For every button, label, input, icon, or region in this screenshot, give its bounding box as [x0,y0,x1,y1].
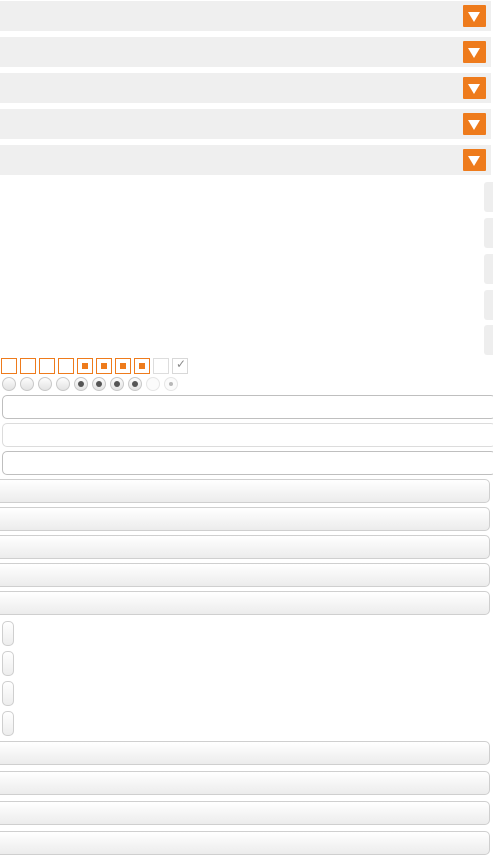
dropdown-2[interactable] [0,37,491,67]
checkbox-8[interactable] [134,358,150,374]
triangle-down-icon[interactable] [463,149,486,171]
checkbox-4[interactable] [58,358,74,374]
radio-7[interactable] [110,377,124,391]
button-7[interactable] [0,771,490,795]
button-3[interactable] [0,535,490,559]
checkbox-1[interactable] [1,358,17,374]
radio-5[interactable] [74,377,88,391]
dropdown-1[interactable] [0,1,491,31]
text-field-1[interactable] [2,395,493,419]
edge-tab-2[interactable] [484,218,493,248]
button-4[interactable] [0,563,490,587]
dropdown-5[interactable] [0,145,491,175]
radio-2[interactable] [20,377,34,391]
radio-4[interactable] [56,377,70,391]
small-button-3[interactable] [2,681,14,706]
text-field-2[interactable] [2,423,493,447]
button-2[interactable] [0,507,490,531]
radio-1[interactable] [2,377,16,391]
checkbox-6[interactable] [96,358,112,374]
small-button-2[interactable] [2,651,14,676]
button-6[interactable] [0,741,490,765]
edge-tab-1[interactable] [484,182,493,212]
button-9[interactable] [0,831,490,855]
dropdown-3[interactable] [0,73,491,103]
radio-disabled [146,377,160,391]
button-5[interactable] [0,591,490,615]
triangle-down-icon[interactable] [463,77,486,99]
checkbox-2[interactable] [20,358,36,374]
radio-3[interactable] [38,377,52,391]
checkbox-7[interactable] [115,358,131,374]
checkbox-disabled-checked: ✓ [172,357,188,374]
checkbox-disabled [153,358,169,374]
radio-6[interactable] [92,377,106,391]
button-1[interactable] [0,479,490,503]
radio-8[interactable] [128,377,142,391]
text-field-3[interactable] [2,451,493,475]
triangle-down-icon[interactable] [463,113,486,135]
button-8[interactable] [0,801,490,825]
checkbox-3[interactable] [39,358,55,374]
triangle-down-icon[interactable] [463,5,486,27]
triangle-down-icon[interactable] [463,41,486,63]
edge-tab-4[interactable] [484,290,493,320]
checkbox-5[interactable] [77,358,93,374]
small-button-4[interactable] [2,711,14,736]
small-button-1[interactable] [2,621,14,646]
radio-disabled-checked [164,377,178,391]
edge-tab-3[interactable] [484,254,493,284]
edge-tab-5[interactable] [484,325,493,355]
checkmark-icon: ✓ [176,357,187,371]
dropdown-4[interactable] [0,109,491,139]
